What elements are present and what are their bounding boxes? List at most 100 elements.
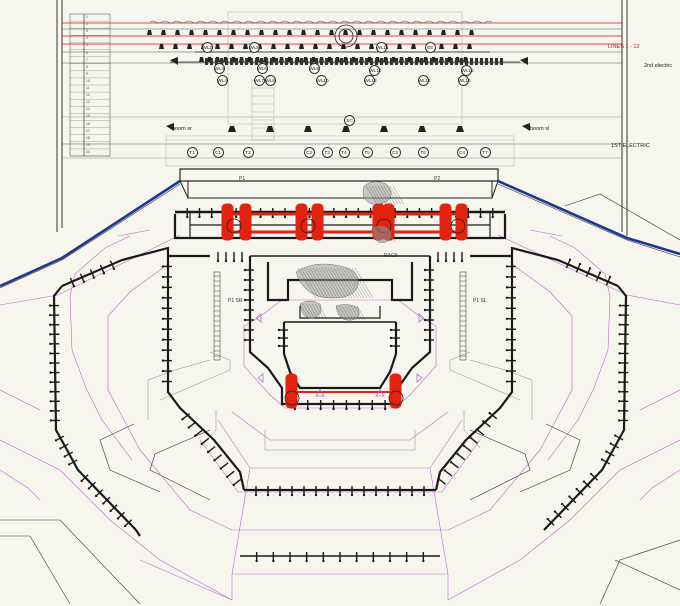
fixture-mark — [455, 30, 460, 35]
fixture-mark — [280, 58, 283, 65]
truss-fixture — [445, 470, 453, 477]
fixture-mark — [397, 44, 402, 49]
truss-fixture — [423, 308, 427, 312]
truss-fixture — [355, 559, 358, 563]
blob-hatch-line — [383, 185, 395, 205]
work-light-wl9: WL9 — [308, 62, 320, 74]
fixture-mark — [475, 58, 478, 65]
position-circle-t5: T5 — [361, 147, 373, 158]
truss-fixture — [460, 259, 464, 263]
truss-fixture — [462, 444, 466, 448]
fixture-mark — [435, 58, 438, 65]
truss-fixture — [617, 409, 621, 413]
fixture-mark — [229, 44, 234, 49]
truss-fixture — [609, 442, 613, 445]
truss-fixture — [63, 455, 67, 458]
fixture-mark — [330, 58, 333, 65]
blob-hatch-line — [356, 305, 366, 321]
truss-fixture — [608, 275, 612, 279]
truss-fixture — [283, 215, 287, 219]
legend-row-label: 20 — [86, 149, 90, 154]
truss-fixture — [371, 407, 374, 411]
truss-fixture — [243, 318, 247, 322]
truss-fixture — [226, 475, 229, 478]
truss-fixture — [243, 298, 247, 302]
auditorium-edges — [0, 179, 680, 288]
legend-rows — [70, 20, 110, 157]
truss-fixture — [422, 559, 425, 563]
truss-fixture — [444, 259, 448, 263]
fixture-mark — [355, 58, 358, 65]
blob-hatch-line — [380, 185, 392, 205]
work-light-wl4: WL4 — [216, 74, 228, 86]
fixture-mark — [205, 58, 208, 65]
work-light-wl6: WL6 — [256, 62, 268, 74]
truss-fixture — [272, 559, 275, 563]
truss-fixture — [345, 407, 348, 411]
truss-fixture — [200, 442, 203, 446]
blob-hatch-line — [306, 267, 326, 299]
truss-fixture — [576, 489, 584, 496]
fixture-mark — [520, 57, 528, 65]
fixture-mark — [395, 58, 398, 65]
fixture-mark — [225, 58, 228, 65]
position-circle-t1: T1 — [186, 147, 198, 158]
fixture-mark — [385, 58, 388, 65]
blob-hatch-line — [312, 267, 332, 299]
legend-row-label: 14 — [86, 107, 90, 112]
truss-fixture — [243, 288, 247, 292]
position-circle-c3: C3 — [389, 147, 401, 158]
legend-row-label: 17 — [86, 128, 90, 133]
truss-fixture — [606, 451, 615, 457]
fixture-mark — [380, 58, 383, 65]
truss-fixture — [232, 259, 236, 263]
fixture-mark — [385, 30, 390, 35]
fixture-mark — [300, 58, 303, 65]
truss-fixture — [406, 215, 409, 219]
truss-fixture — [219, 467, 223, 470]
truss-fixture — [277, 344, 281, 348]
truss-fixture — [565, 260, 571, 269]
fixture-mark — [245, 58, 248, 65]
truss-fixture — [290, 493, 294, 497]
truss-fixture — [79, 273, 85, 282]
fixture-mark — [175, 30, 180, 35]
truss-fixture — [243, 338, 247, 342]
ladder-rungs — [214, 275, 466, 357]
boom-sl-label: boom sl — [530, 126, 550, 132]
position-circle-t4: T4 — [338, 147, 350, 158]
fixture-mark — [235, 58, 238, 65]
truss-fixture — [423, 298, 427, 302]
work-light-wl3: WL3 — [213, 62, 225, 74]
truss-fixture — [49, 323, 52, 326]
p2-label: P2 — [434, 176, 441, 182]
fixture-mark — [371, 30, 376, 35]
fixture-mark — [441, 30, 446, 35]
fixture-mark — [305, 58, 308, 65]
truss-fixture — [386, 493, 390, 497]
fixture-mark — [467, 44, 472, 49]
blob-hatch-line — [297, 267, 317, 299]
blob-hatch-line — [380, 227, 390, 243]
truss-fixture — [618, 400, 621, 403]
fixture-mark — [440, 58, 443, 65]
truss-fixture — [437, 477, 440, 480]
truss-fixture — [372, 559, 375, 563]
truss-fixture — [102, 272, 106, 275]
fixture-mark — [455, 58, 458, 65]
legend-row-label: 4 — [86, 36, 88, 41]
truss-fixture — [49, 371, 52, 374]
work-light-wl16: WL16 — [457, 74, 471, 86]
fixture-mark — [522, 123, 530, 131]
fixture-mark — [299, 44, 304, 49]
truss-fixture — [618, 371, 621, 374]
truss-fixture — [410, 493, 414, 497]
truss-fixture — [112, 267, 116, 271]
fixture-mark — [240, 58, 243, 65]
fixture-mark — [313, 44, 318, 49]
legend-row-label: 8 — [86, 64, 88, 69]
blob-hatch-line — [303, 267, 323, 299]
truss-fixture — [618, 333, 621, 336]
blob-hatch-line — [348, 267, 368, 299]
line-sets — [62, 22, 622, 159]
